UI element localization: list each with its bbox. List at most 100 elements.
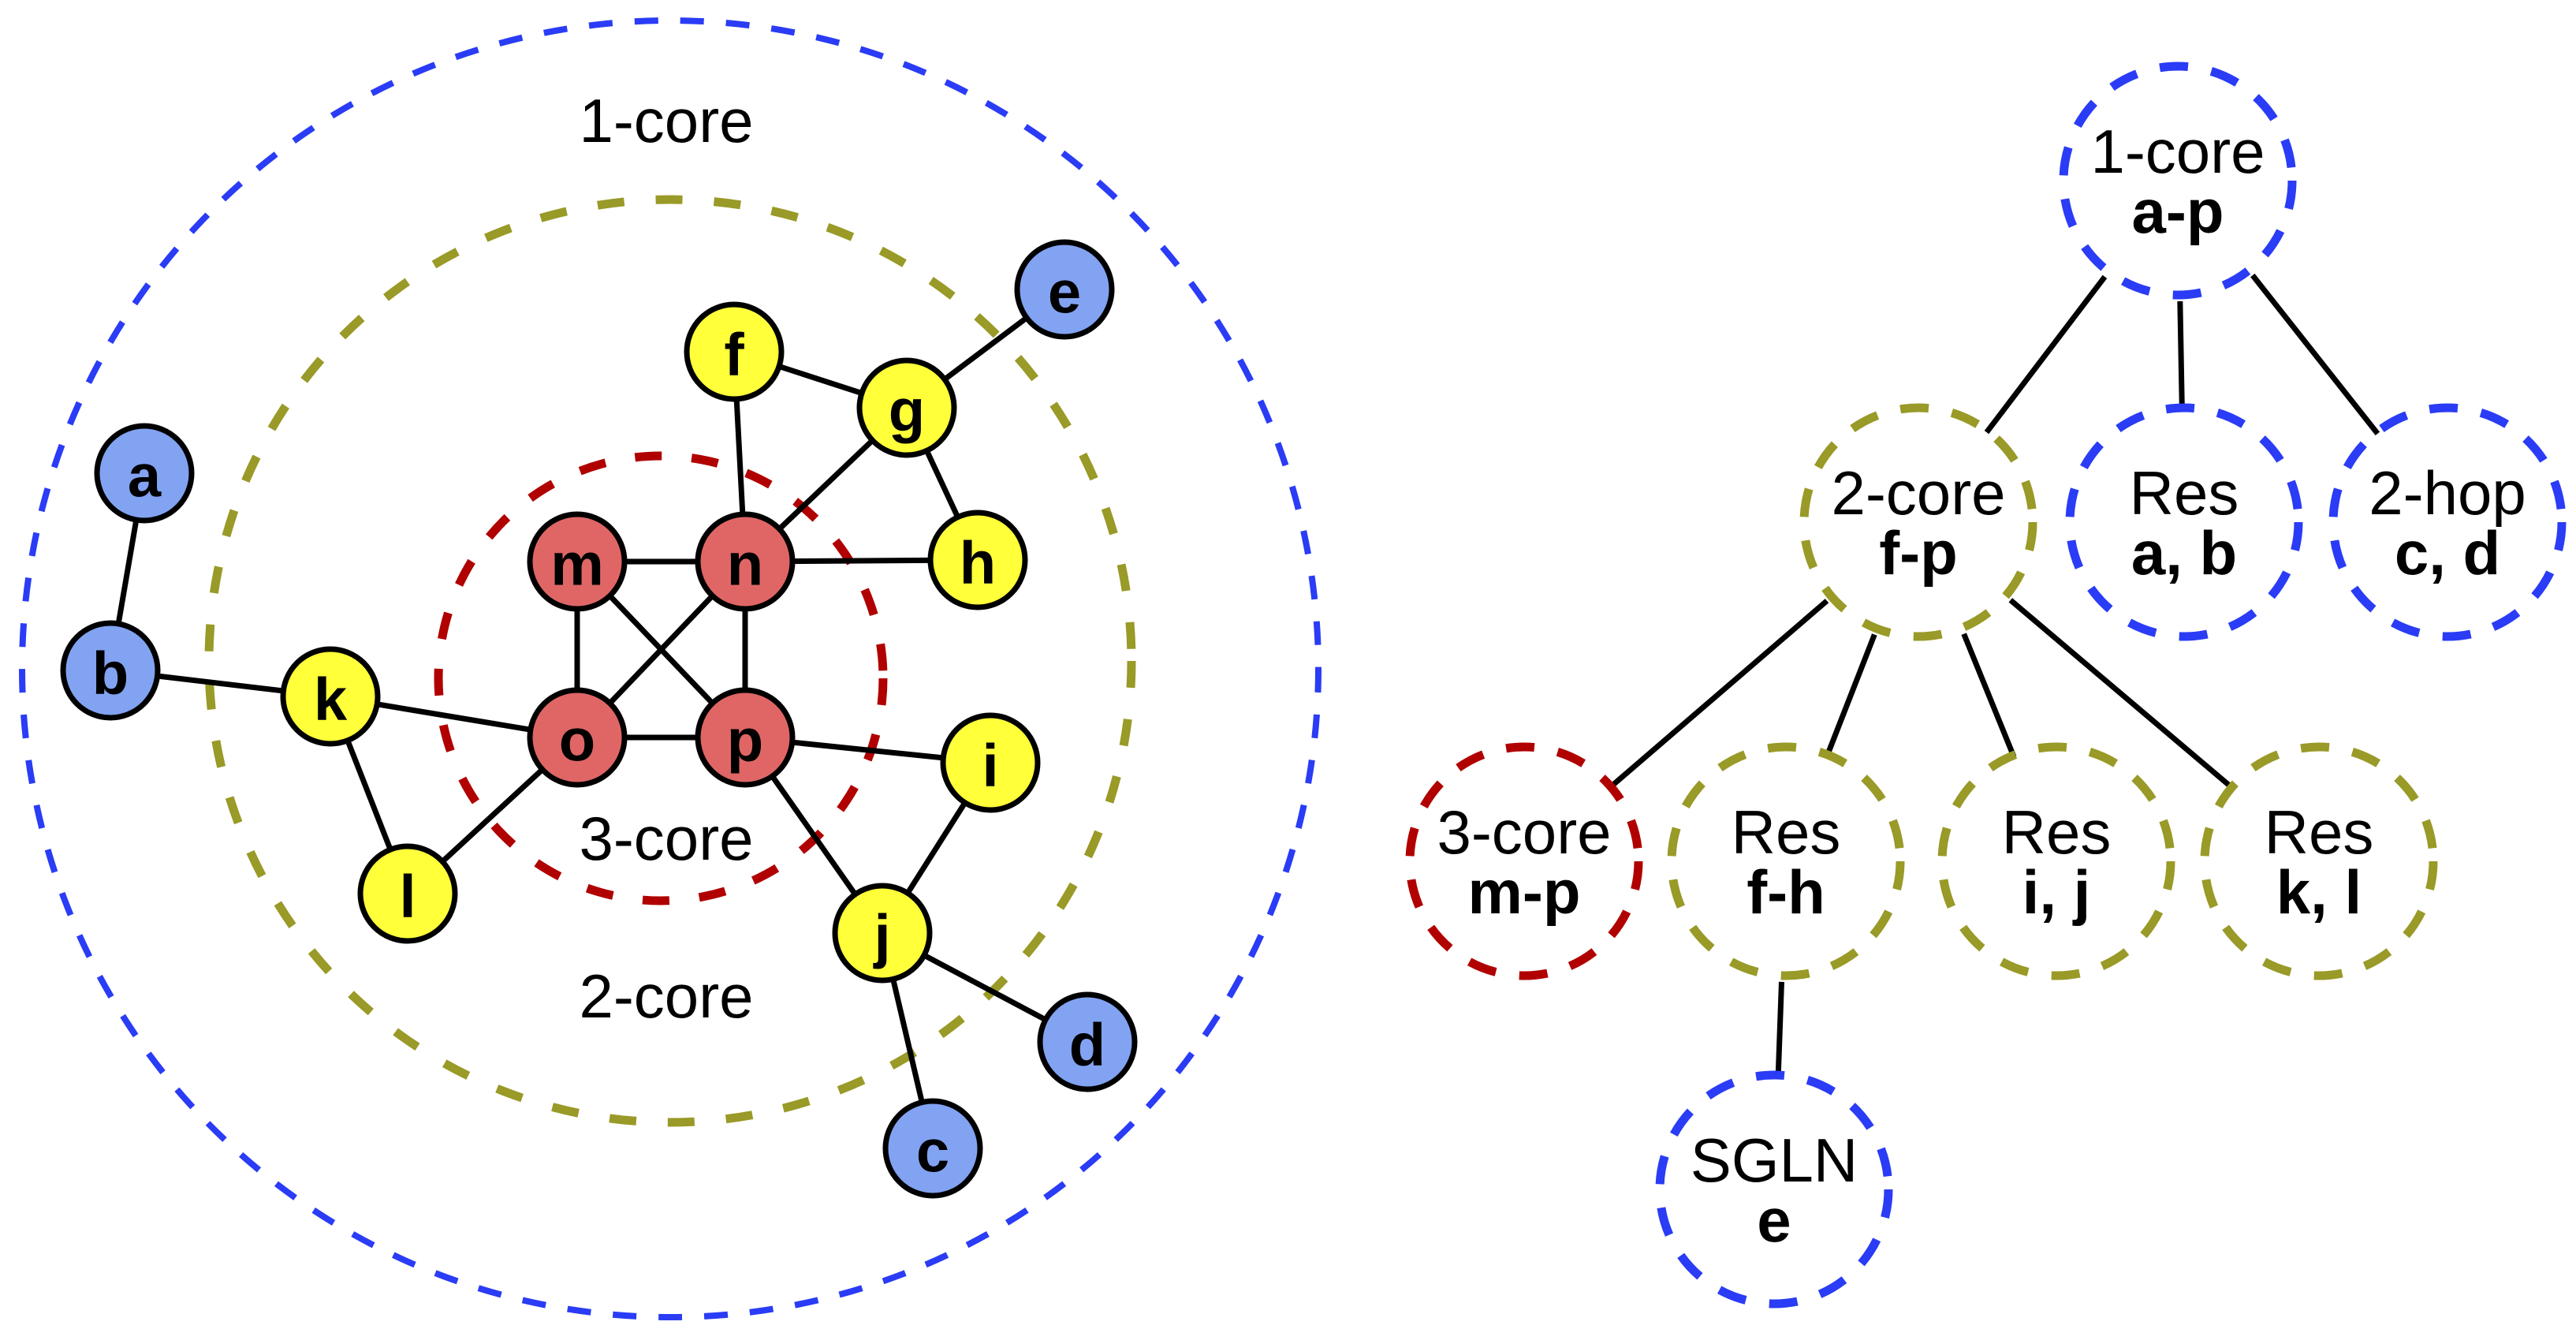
graph-node-label: o [559, 707, 595, 775]
graph-node-circle [527, 687, 628, 788]
graph-node-label: k [314, 666, 348, 734]
tree-node-ring [2059, 62, 2297, 300]
tree-edge-t-2core-t-res-kl [2008, 598, 2235, 791]
tree-edge-t-2core-t-res-fh [1824, 633, 1877, 758]
tree-edge-t-2core-t-3core [1608, 599, 1829, 790]
tree-edge-t-1core-t-res-ab [2177, 301, 2185, 410]
graph-node-circle [527, 511, 628, 612]
tree-edges [1608, 273, 2380, 1077]
graph-node-label: a [128, 443, 162, 510]
graph-node-d: d [1037, 991, 1138, 1092]
graph-node-l: l [357, 843, 458, 944]
graph-node-circle [695, 511, 796, 612]
tree-node-members: f-p [1879, 518, 1958, 588]
tree-node-title: SGLN [1691, 1126, 1858, 1195]
graph-node-f: f [684, 301, 785, 402]
tree-node-ring [1405, 742, 1643, 980]
graph-node-label: f [724, 322, 744, 389]
tree-edge-t-res-fh-t-sgln [1775, 981, 1784, 1077]
tree-node-ring [1937, 742, 2175, 980]
graph-node-circle [856, 357, 957, 458]
tree-node-members: e [1757, 1185, 1791, 1255]
graph-node-o: o [527, 687, 628, 788]
graph-node-c: c [882, 1098, 983, 1199]
tree-node-title: 2-hop [2369, 458, 2526, 528]
tree-node-ring [2065, 403, 2303, 641]
graph-node-label: p [727, 707, 763, 775]
tree-edge-t-1core-t-2hop [2250, 273, 2380, 435]
tree-node-ring [2328, 403, 2567, 641]
graph-node-m: m [527, 511, 628, 612]
graph-node-a: a [94, 423, 195, 524]
graph-node-label: n [727, 532, 763, 599]
graph-node-b: b [60, 620, 161, 721]
graph-node-k: k [280, 646, 381, 747]
tree-edge-t-2core-t-res-ij [1961, 633, 2017, 758]
graph-node-circle [1014, 239, 1115, 340]
graph-node-circle [882, 1098, 983, 1199]
graph-node-circle [695, 687, 796, 788]
tree-node-ring [1667, 742, 1905, 980]
graph-node-g: g [856, 357, 957, 458]
graph-node-label: c [916, 1118, 949, 1185]
graph-node-label: l [399, 864, 416, 931]
tree-node-members: a-p [2132, 177, 2224, 246]
graph-node-label: g [889, 378, 925, 445]
tree-node-members: f-h [1747, 857, 1825, 927]
tree-node-title: 1-core [2090, 117, 2265, 186]
graph-node-n: n [695, 511, 796, 612]
graph-node-label: e [1048, 259, 1081, 327]
tree-node-title: Res [2130, 458, 2239, 528]
graph-node-circle [940, 712, 1041, 813]
graph-node-p: p [695, 687, 796, 788]
graph-node-label: m [550, 532, 604, 599]
graph-node-label: j [872, 903, 890, 970]
graph-node-label: i [982, 733, 998, 800]
tree-node-ring [2200, 742, 2438, 980]
graph-node-j: j [832, 883, 933, 984]
graph-nodes: a b c d e f g h i j k l m n o p [60, 239, 1138, 1199]
graph-node-circle [357, 843, 458, 944]
tree-node-title: Res [1732, 797, 1841, 867]
ring-3core [434, 451, 888, 905]
graph-node-circle [280, 646, 381, 747]
ring-label-3core: 3-core [579, 804, 753, 873]
tree-node-ring [1799, 403, 2037, 641]
tree-node-members: c, d [2395, 518, 2500, 588]
tree-node-members: m-p [1468, 857, 1581, 927]
tree-node-members: a, b [2131, 518, 2237, 588]
ring-1core [19, 17, 1322, 1320]
tree-edge-t-1core-t-2core [1984, 274, 2108, 435]
ring-label-2core: 2-core [579, 961, 753, 1031]
tree-node-ring [1655, 1070, 1893, 1308]
graph-node-h: h [927, 510, 1028, 610]
graph-node-label: d [1069, 1012, 1105, 1079]
tree-node-title: Res [2002, 797, 2112, 867]
tree-node-members: k, l [2276, 857, 2362, 927]
graph-node-label: h [960, 530, 996, 597]
graph-node-i: i [940, 712, 1041, 813]
graph-node-circle [60, 620, 161, 721]
tree-node-members: i, j [2022, 857, 2091, 927]
tree-node-title: 2-core [1831, 458, 2005, 528]
core-rings: 1-core 2-core 3-core [19, 17, 1322, 1320]
graph-node-circle [927, 510, 1028, 610]
ring-2core [204, 195, 1136, 1127]
tree-node-title: 3-core [1437, 797, 1611, 867]
graph-node-e: e [1014, 239, 1115, 340]
graph-node-circle [94, 423, 195, 524]
graph-node-circle [832, 883, 933, 984]
graph-node-label: b [92, 640, 129, 707]
tree-node-title: Res [2265, 797, 2374, 867]
